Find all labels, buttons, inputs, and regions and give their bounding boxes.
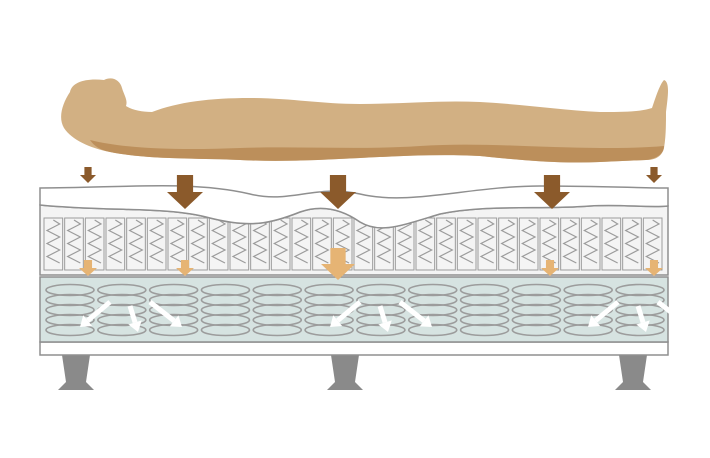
spread-arrow-icon [635,305,650,332]
bed-leg-icon [615,355,651,390]
pocket-coil-icon [601,217,622,271]
pressure-arrow-down-icon [167,175,203,209]
bed-leg-icon [58,355,94,390]
top-pressure-arrows [80,167,662,209]
bed-leg-icon [327,355,363,390]
spread-arrow-icon [377,305,392,332]
reclining-human-icon [61,78,669,163]
dispersed-arrow-down-icon [176,260,194,276]
dispersed-arrow-down-icon [541,260,559,276]
dispersed-arrow-down-icon [645,260,663,276]
body-shadow [90,140,664,163]
pressure-arrow-down-icon [534,175,570,209]
spread-arrow-icon [127,305,142,332]
pocket-coil-icon [518,217,539,271]
dispersed-arrow-down-icon [321,248,355,280]
pocket-coil-icon [126,217,146,271]
pocket-coil-icon [291,217,312,271]
bed-legs [58,355,651,390]
pocket-coil-row [43,217,663,271]
spread-arrow-icon [148,300,182,327]
coil-spring-icon [459,283,510,337]
spread-arrows [80,300,690,332]
pocket-coil-icon [146,217,167,271]
coil-spring-icon [252,283,303,337]
spread-arrow-icon [80,300,112,327]
pocket-coil-icon [456,217,477,271]
pocket-coil-icon [105,217,126,271]
dispersed-arrow-down-icon [79,260,97,276]
pocket-coil-icon [167,217,188,271]
coil-spring-icon [200,283,251,337]
coil-spring-icon [563,283,613,337]
pocket-coil-icon [580,217,601,271]
spread-arrow-icon [398,300,432,327]
middle-pressure-arrows [79,248,663,280]
pocket-coil-icon [312,217,332,271]
spread-arrow-icon [656,300,690,327]
pocket-coil-icon [622,217,642,271]
pocket-coil-icon [498,217,518,271]
pocket-coil-icon [477,217,498,271]
body-silhouette [61,78,669,163]
coil-spring-icon [511,283,562,337]
pocket-coil-icon [560,217,580,271]
pocket-coil-icon [436,217,456,271]
pressure-arrow-down-icon [320,175,356,209]
pocket-coil-icon [188,217,208,271]
bed-base-board [39,341,669,356]
pressure-arrow-down-icon [646,167,662,183]
spread-arrow-icon [588,300,620,327]
coil-spring-icon [45,283,95,337]
pocket-coil-icon [64,217,84,271]
pressure-arrow-down-icon [80,167,96,183]
spread-arrow-icon [330,300,362,327]
pocket-coil-icon [43,217,64,271]
